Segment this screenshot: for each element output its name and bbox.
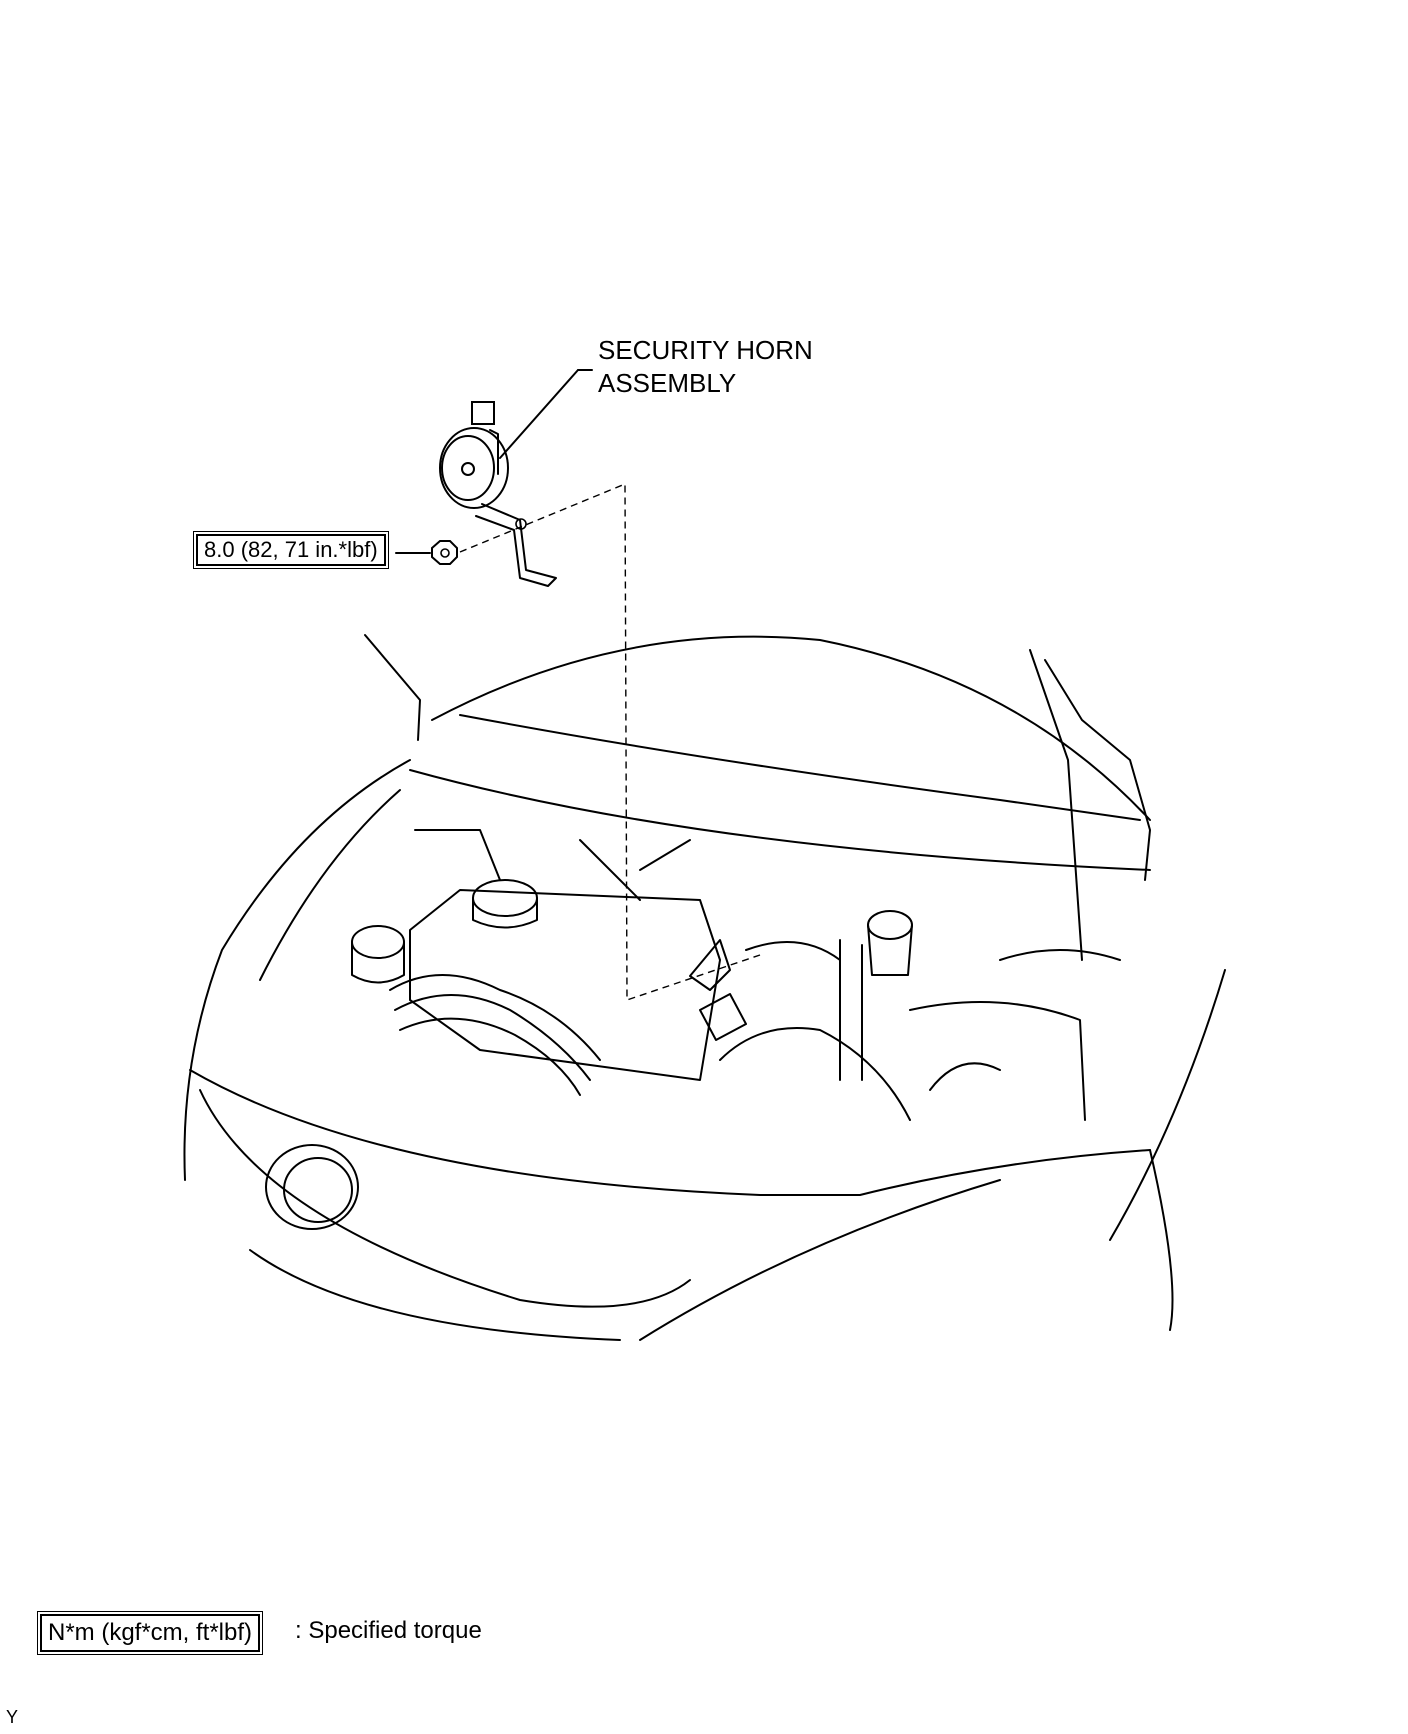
engine-bay-lines (183, 634, 1226, 1341)
horn-assembly-label: SECURITY HORN ASSEMBLY (598, 334, 813, 400)
horn-icon (439, 369, 593, 587)
install-guide-line (459, 482, 761, 1001)
legend-unit-box: N*m (kgf*cm, ft*lbf) (36, 1611, 264, 1655)
illustration-code: Y (6, 1707, 19, 1727)
torque-callout-box: 8.0 (82, 71 in.*lbf) (193, 531, 389, 569)
horn-label-line2: ASSEMBLY (598, 368, 737, 398)
nut-icon (431, 540, 458, 565)
horn-label-line1: SECURITY HORN (598, 335, 813, 365)
legend-description: : Specified torque (295, 1617, 482, 1644)
